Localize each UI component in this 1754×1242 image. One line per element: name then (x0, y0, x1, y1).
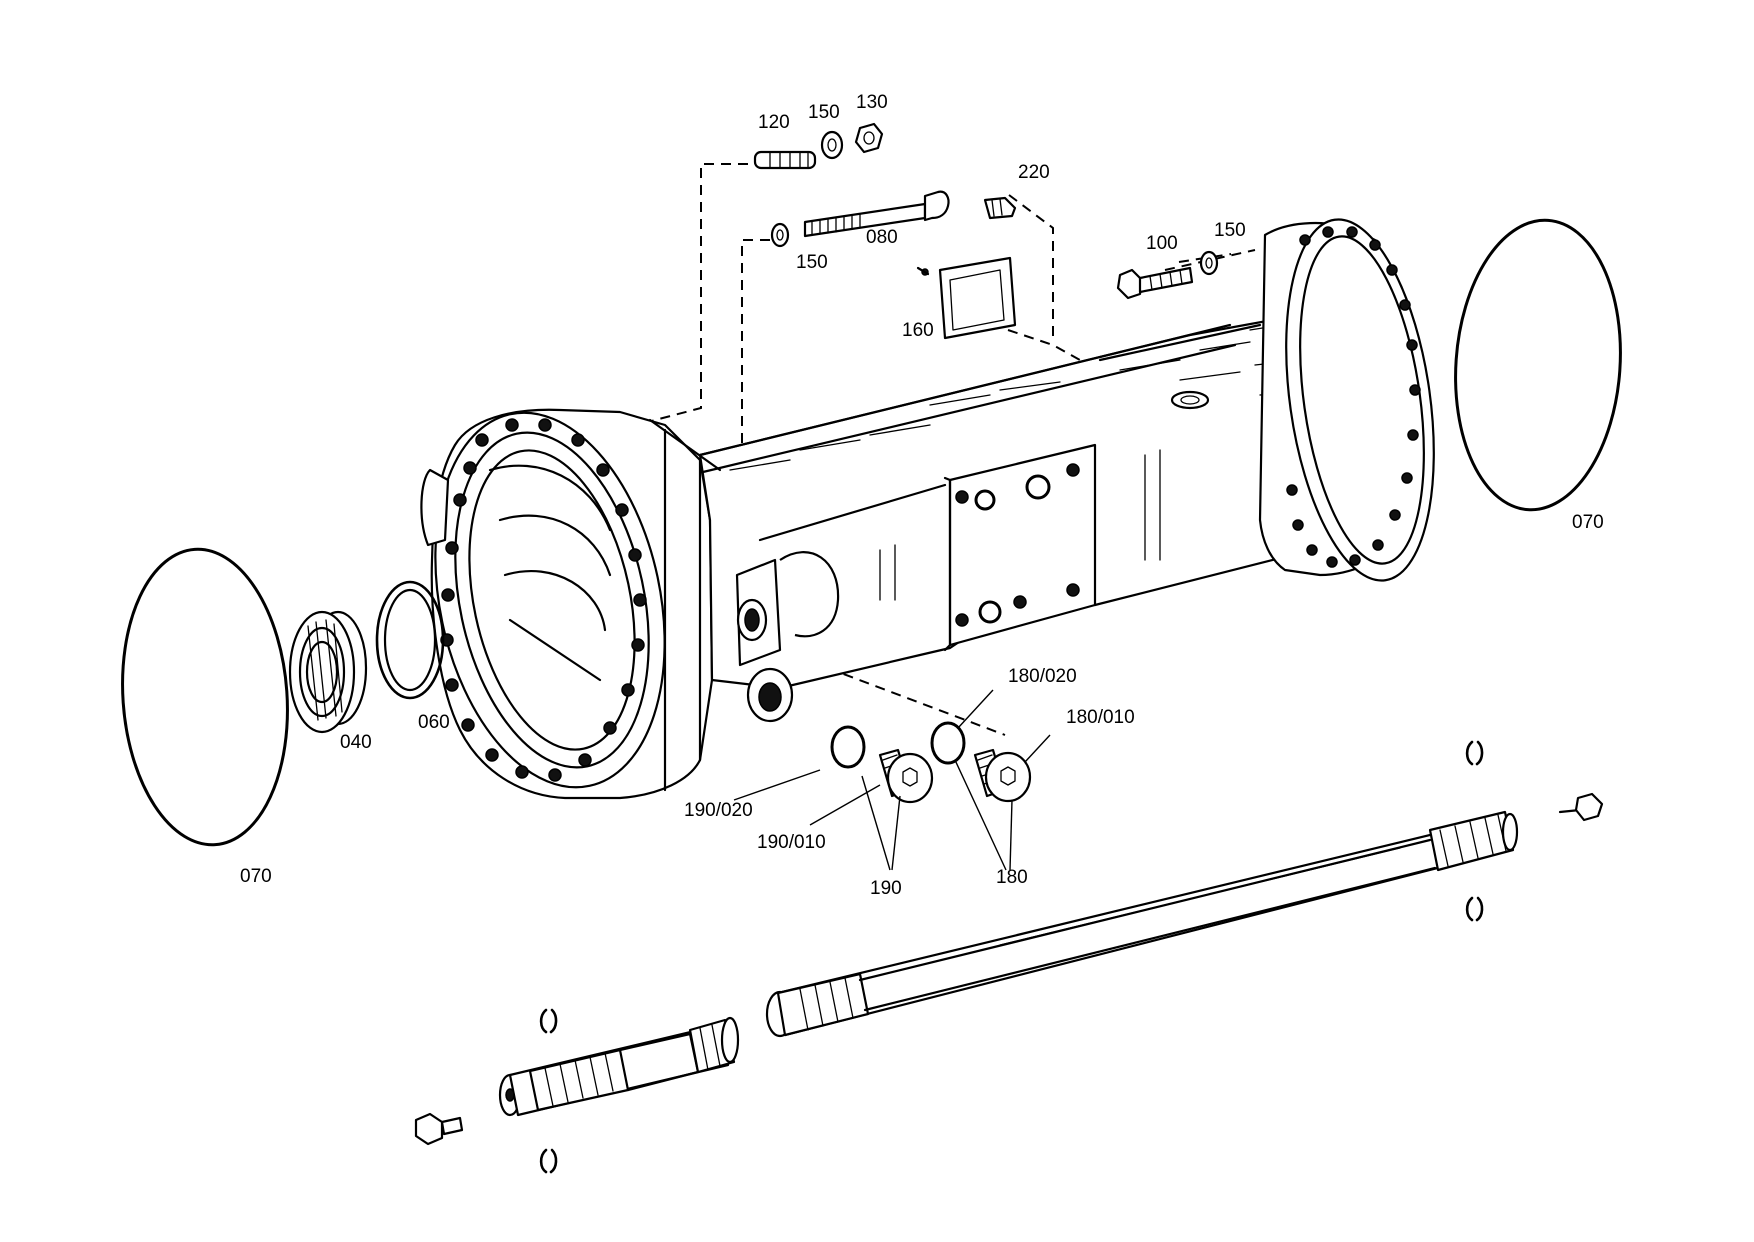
callout-070-right: 070 (1572, 512, 1604, 533)
cover-plate-160 (916, 256, 1017, 340)
callout-180-020: 180/020 (1008, 666, 1077, 687)
o-ring-070-left (121, 547, 289, 847)
callout-150-mid: 150 (796, 252, 828, 273)
retaining-ring-left-upper (539, 1008, 558, 1034)
plug-190-010 (878, 748, 934, 804)
short-axle-shaft (498, 1016, 740, 1117)
callout-150-right: 150 (1214, 220, 1246, 241)
callout-070-left: 070 (240, 866, 272, 887)
callout-120: 120 (758, 112, 790, 133)
long-axle-shaft (765, 810, 1519, 1038)
callout-160: 160 (902, 320, 934, 341)
shaft-bolt-right (1558, 792, 1604, 822)
axle-housing (420, 218, 1435, 800)
callout-130: 130 (856, 92, 888, 113)
callout-180-010: 180/010 (1066, 707, 1135, 728)
right-flange-bolt-holes (1286, 226, 1421, 568)
retaining-ring-left-lower (539, 1148, 558, 1174)
left-side-boss (420, 468, 450, 547)
callout-190-010: 190/010 (757, 832, 826, 853)
o-ring-190-020 (830, 725, 866, 769)
washer-150-top (820, 130, 844, 160)
callout-040: 040 (340, 732, 372, 753)
o-ring-070-right (1454, 218, 1622, 512)
callout-060: 060 (418, 712, 450, 733)
left-flange-bolt-holes (440, 418, 647, 782)
center-plate-holes (955, 463, 1080, 627)
stud-220 (983, 196, 1017, 220)
stud-120 (753, 150, 817, 170)
callout-190-020: 190/020 (684, 800, 753, 821)
nut-130 (854, 122, 884, 154)
washer-150-mid (770, 222, 790, 248)
breather-boss (1170, 390, 1210, 410)
washer-150-right (1199, 250, 1219, 276)
callout-150-top: 150 (808, 102, 840, 123)
retaining-ring-right-upper (1465, 740, 1484, 766)
callout-labels: 120 150 130 220 150 080 100 150 160 070 … (240, 92, 1604, 899)
shim-060 (375, 580, 445, 700)
plug-180-010 (973, 748, 1032, 803)
bolt-100 (1116, 266, 1194, 300)
callout-080: 080 (866, 227, 898, 248)
bearing-040 (288, 610, 368, 734)
callout-220: 220 (1018, 162, 1050, 183)
shaft-bolt-left (414, 1112, 464, 1146)
callout-190: 190 (870, 878, 902, 899)
o-ring-180-020 (930, 721, 966, 765)
bolt-080 (803, 190, 950, 238)
callout-100: 100 (1146, 233, 1178, 254)
callout-180: 180 (996, 867, 1028, 888)
leader-lines (733, 689, 1051, 871)
retaining-ring-right-lower (1465, 896, 1484, 922)
